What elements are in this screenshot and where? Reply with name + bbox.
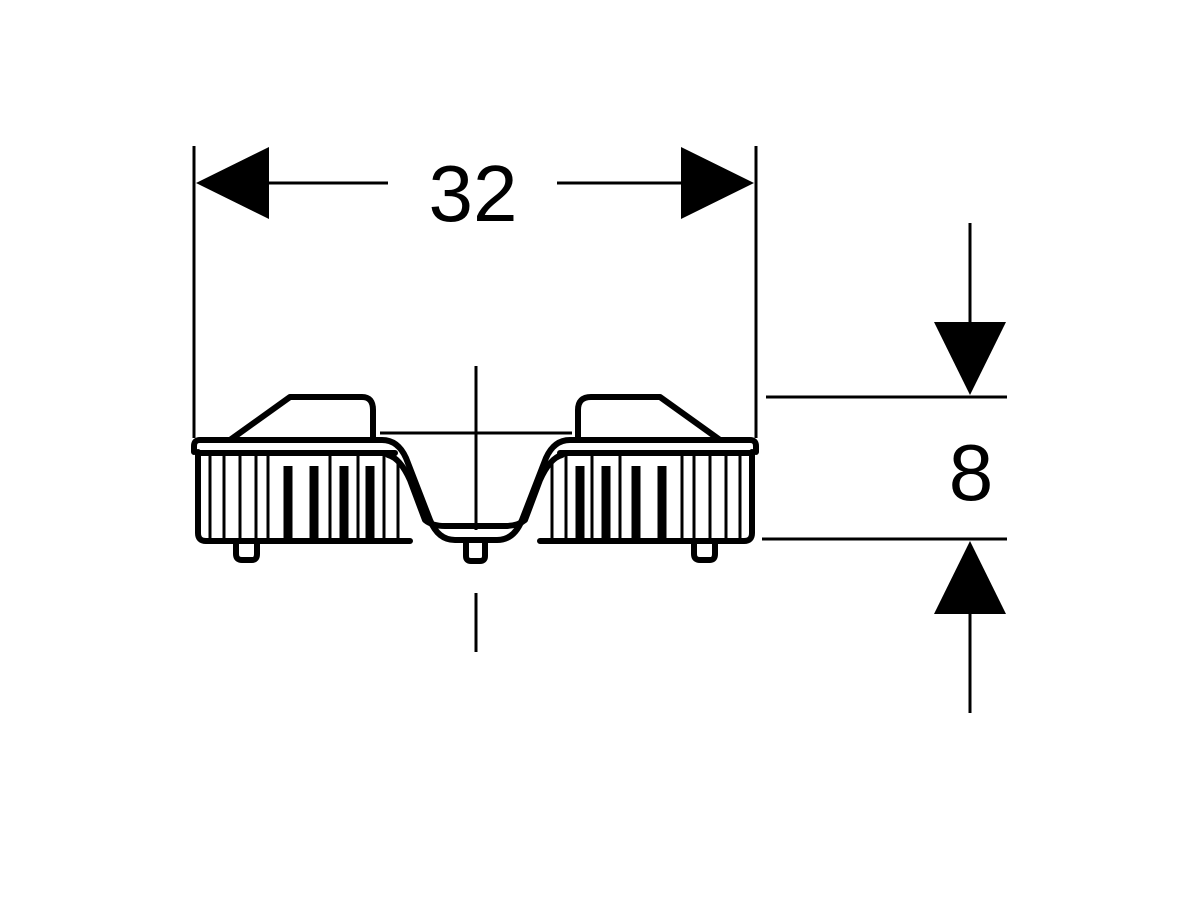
width-arrowhead-left [196, 147, 269, 219]
left-body-bottom [195, 449, 413, 544]
left-foot [233, 540, 260, 563]
width-dimension [192, 146, 758, 438]
part-outline [191, 394, 759, 564]
center-axis [380, 366, 572, 652]
left-slot-ribs [208, 455, 400, 538]
width-arrowhead-right [681, 147, 754, 219]
right-body-bottom [537, 449, 755, 544]
right-top-ridge [575, 394, 723, 443]
height-dimension [762, 223, 1007, 713]
right-slot-ribs [550, 455, 742, 538]
height-arrowhead-top [934, 322, 1006, 395]
left-top-ridge [227, 394, 376, 443]
right-foot [691, 540, 718, 563]
height-label: 8 [949, 428, 994, 517]
height-arrowhead-bottom [934, 541, 1006, 614]
left-body-frame [191, 437, 479, 543]
right-slot-thick [575, 466, 667, 538]
width-label: 32 [429, 149, 518, 238]
center-foot [463, 540, 488, 564]
left-slot-thick [283, 466, 375, 538]
center-channel [385, 452, 565, 529]
right-body-frame [473, 437, 759, 543]
